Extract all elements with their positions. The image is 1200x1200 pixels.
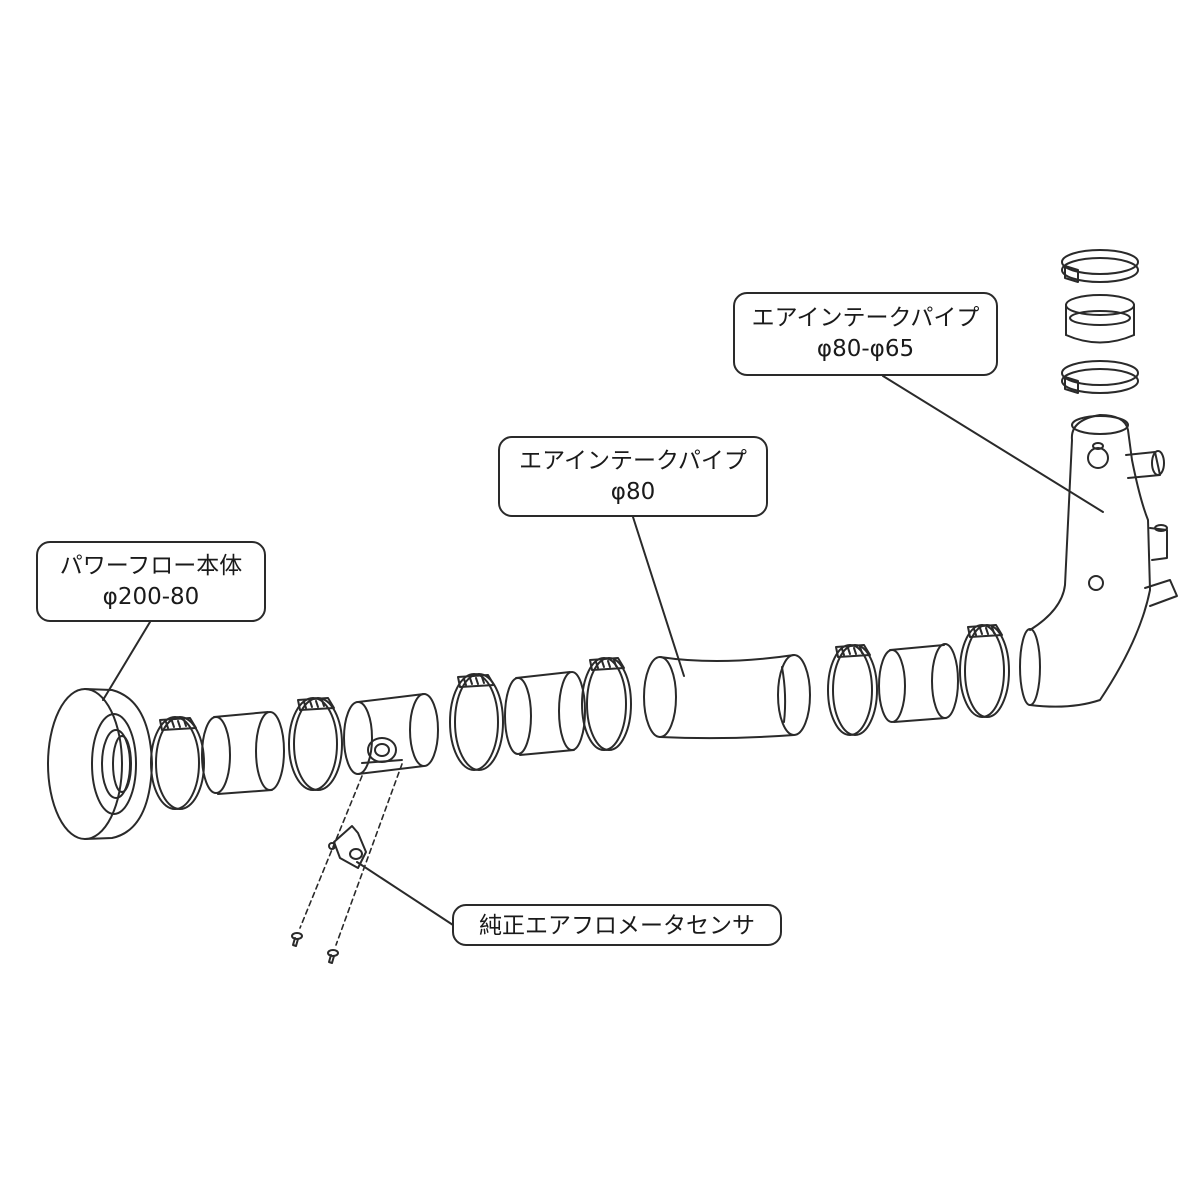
hose-clamp-top <box>1061 249 1139 283</box>
leader-sensor <box>356 861 454 926</box>
callout-air-intake-pipe-80-65: エアインテークパイプ φ80-φ65 <box>733 292 998 376</box>
hose-clamp <box>581 657 632 751</box>
screw <box>327 949 339 964</box>
callout-title: エアインテークパイプ <box>751 305 980 331</box>
coupler-top <box>1065 294 1135 344</box>
callout-power-flow-body: パワーフロー本体 φ200-80 <box>36 541 266 622</box>
air-intake-pipe-80-65 <box>1019 414 1178 708</box>
sensor-adaptor-pipe <box>343 693 439 775</box>
hose-clamp <box>959 624 1010 718</box>
hose-clamp <box>449 673 504 771</box>
callout-size: φ80-φ65 <box>816 336 915 362</box>
callout-size: φ200-80 <box>102 584 200 610</box>
leader-pipe1 <box>632 516 685 677</box>
callout-air-intake-pipe-80: エアインテークパイプ φ80 <box>498 436 768 517</box>
hose-clamp <box>827 644 878 736</box>
callout-oem-airflow-sensor: 純正エアフロメータセンサ <box>452 904 782 946</box>
callout-title: エアインテークパイプ <box>519 448 747 474</box>
hose-clamp <box>150 716 205 810</box>
air-intake-pipe-80 <box>643 654 811 740</box>
callout-title: パワーフロー本体 <box>59 553 243 579</box>
coupler <box>878 643 959 723</box>
screw-guide-lines <box>299 763 403 946</box>
coupler <box>504 671 586 756</box>
power-flow-body <box>47 688 153 840</box>
leader-body <box>102 621 151 701</box>
oem-airflow-meter-sensor <box>328 825 367 869</box>
leader-pipe2 <box>882 375 1104 513</box>
callout-size: φ80 <box>610 479 656 505</box>
hose-clamp-top <box>1061 360 1139 394</box>
coupler <box>201 711 285 795</box>
leader-lines <box>102 375 1104 926</box>
hose-clamp <box>288 697 343 791</box>
screw <box>291 932 303 947</box>
callout-title: 純正エアフロメータセンサ <box>479 913 755 939</box>
